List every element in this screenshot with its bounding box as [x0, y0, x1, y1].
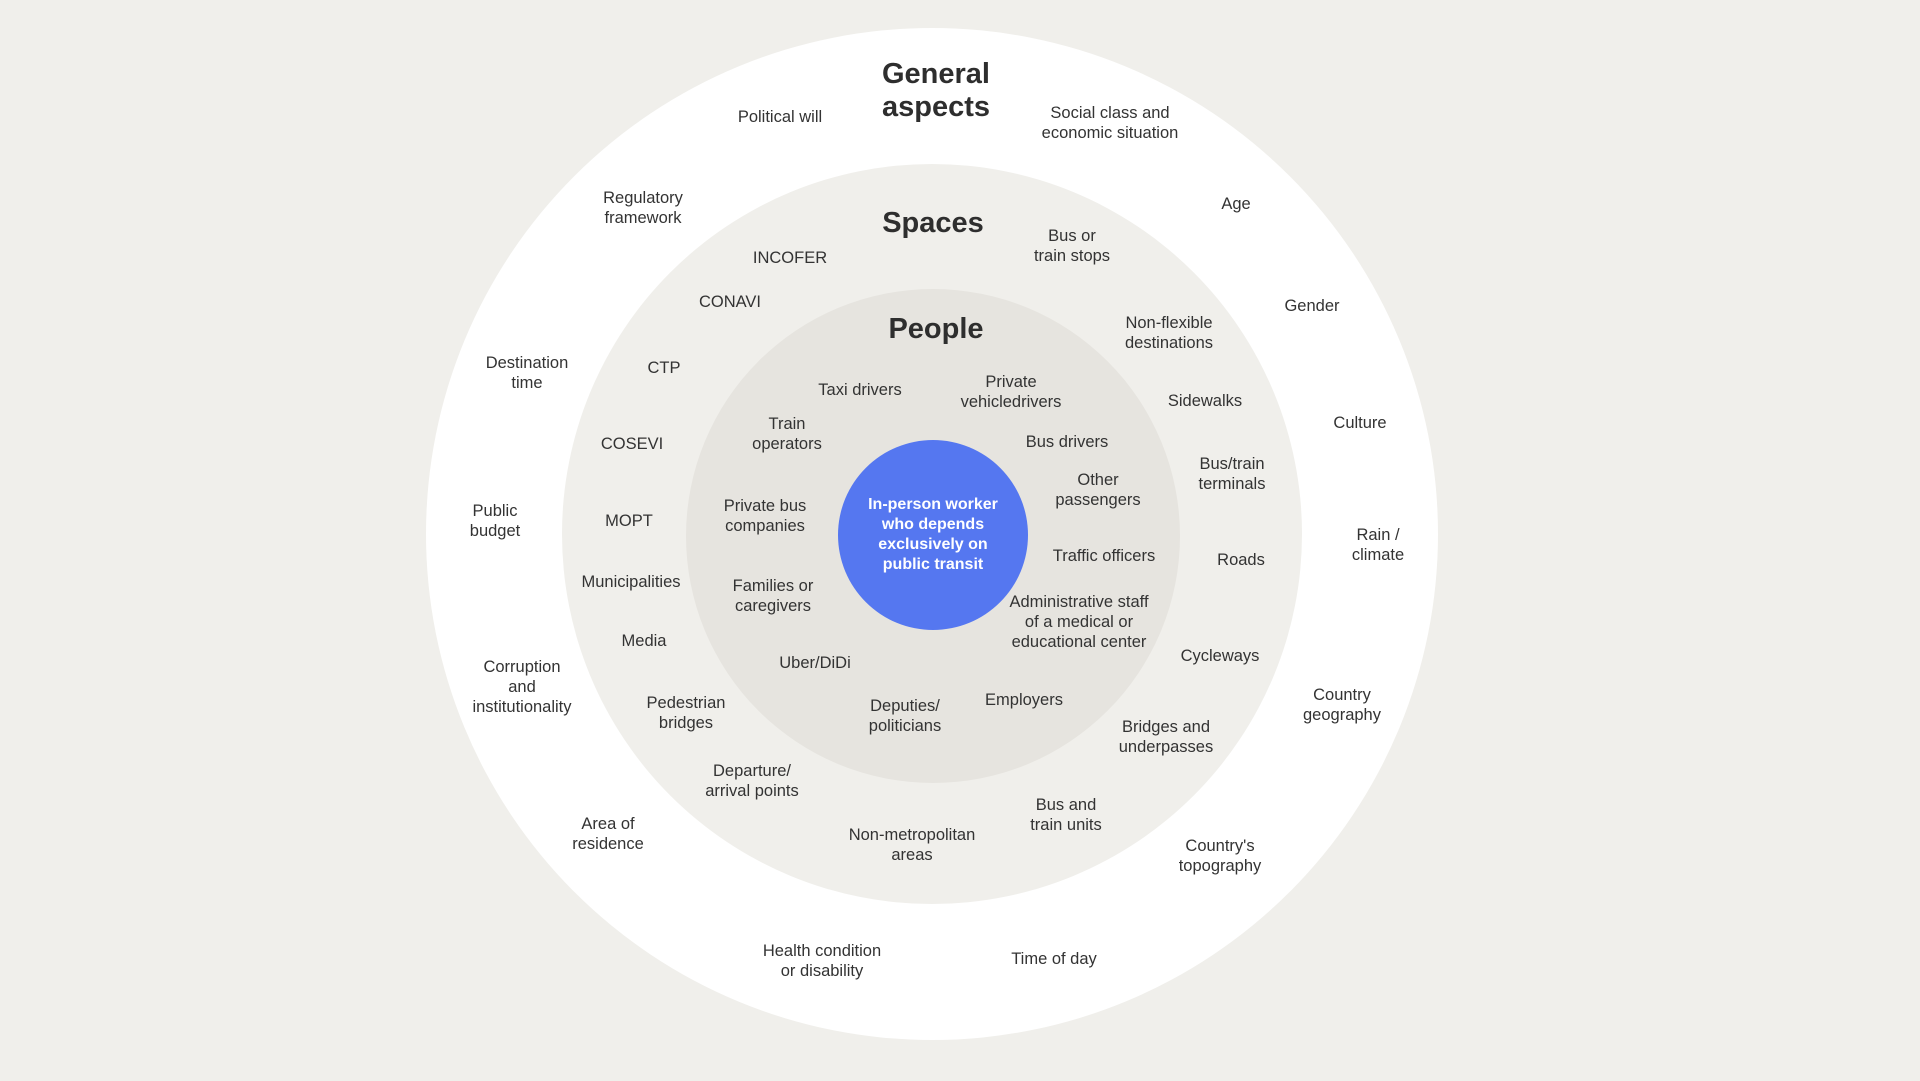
- heading-spaces: Spaces: [882, 207, 984, 239]
- center-circle: In-person worker who depends exclusively…: [838, 440, 1028, 630]
- general-item-country-geography: Country geography: [1303, 686, 1381, 724]
- spaces-item-municipalities: Municipalities: [581, 573, 681, 591]
- spaces-item-media: Media: [621, 632, 667, 650]
- people-item-private-bus-companies: Private bus companies: [723, 497, 807, 535]
- general-item-gender: Gender: [1284, 297, 1340, 315]
- center-label: In-person worker who depends exclusively…: [868, 496, 998, 573]
- general-item-health-condition: Health condition or disability: [762, 942, 882, 980]
- general-item-public-budget: Public budget: [469, 502, 521, 540]
- people-item-families-caregivers: Families or caregivers: [732, 577, 814, 615]
- general-item-regulatory-framework: Regulatory framework: [603, 189, 683, 227]
- spaces-item-bus-train-terminals: Bus/train terminals: [1198, 455, 1266, 493]
- people-item-uber-didi: Uber/DiDi: [779, 654, 851, 672]
- people-item-bus-drivers: Bus drivers: [1025, 433, 1109, 451]
- people-item-administrative-staff: Administrative staff of a medical or edu…: [1009, 593, 1149, 651]
- people-item-taxi-drivers: Taxi drivers: [818, 381, 902, 399]
- people-item-train-operators: Train operators: [752, 415, 822, 453]
- general-item-area-of-residence: Area of residence: [572, 815, 644, 853]
- spaces-item-pedestrian-bridges: Pedestrian bridges: [646, 694, 726, 732]
- spaces-item-departure-arrival: Departure/ arrival points: [705, 762, 799, 800]
- general-item-age: Age: [1221, 195, 1251, 213]
- spaces-item-sidewalks: Sidewalks: [1167, 392, 1243, 410]
- spaces-item-conavi: CONAVI: [698, 293, 762, 311]
- general-item-rain-climate: Rain / climate: [1351, 526, 1405, 564]
- people-item-other-passengers: Other passengers: [1055, 471, 1141, 509]
- spaces-item-cycleways: Cycleways: [1180, 647, 1260, 665]
- general-item-time-of-day: Time of day: [1011, 950, 1097, 968]
- people-item-traffic-officers: Traffic officers: [1052, 547, 1156, 565]
- spaces-item-bus-train-stops: Bus or train stops: [1033, 227, 1111, 265]
- spaces-item-bus-train-units: Bus and train units: [1030, 796, 1102, 834]
- spaces-item-roads: Roads: [1217, 551, 1265, 569]
- spaces-item-non-metropolitan: Non-metropolitan areas: [848, 826, 976, 864]
- heading-general-aspects: General aspects: [881, 58, 991, 123]
- general-item-social-class: Social class and economic situation: [1041, 104, 1179, 142]
- general-item-corruption: Corruption and institutionality: [472, 658, 572, 716]
- people-item-employers: Employers: [985, 691, 1063, 709]
- general-item-political-will: Political will: [737, 108, 823, 126]
- general-item-country-topography: Country's topography: [1178, 837, 1262, 875]
- spaces-item-ctp: CTP: [647, 359, 681, 377]
- heading-people: People: [888, 313, 984, 345]
- spaces-item-cosevi: COSEVI: [600, 435, 664, 453]
- spaces-item-incofer: INCOFER: [752, 249, 828, 267]
- people-item-deputies-politicians: Deputies/ politicians: [868, 697, 942, 735]
- people-item-private-vehicle-drivers: Private vehicledrivers: [960, 373, 1062, 411]
- general-item-culture: Culture: [1333, 414, 1387, 432]
- spaces-item-mopt: MOPT: [605, 512, 653, 530]
- spaces-item-non-flexible-destinations: Non-flexible destinations: [1124, 314, 1214, 352]
- general-item-destination-time: Destination time: [485, 354, 569, 392]
- spaces-item-bridges-underpasses: Bridges and underpasses: [1118, 718, 1214, 756]
